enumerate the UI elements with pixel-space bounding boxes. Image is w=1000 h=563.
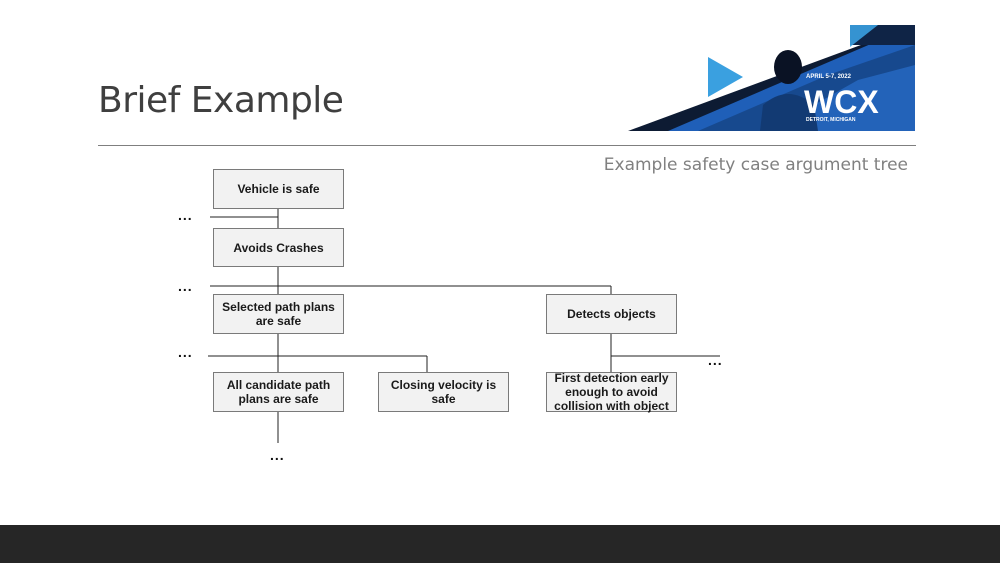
node-all-candidate: All candidate path plans are safe xyxy=(213,372,344,412)
title-divider xyxy=(98,145,916,146)
banner-date: APRIL 5-7, 2022 xyxy=(806,74,852,80)
ellipsis-4: ... xyxy=(708,352,723,368)
diagram-caption: Example safety case argument tree xyxy=(603,155,908,175)
node-detects-objects: Detects objects xyxy=(546,294,677,334)
ellipsis-3: ... xyxy=(178,344,193,360)
node-avoids-crashes: Avoids Crashes xyxy=(213,228,344,267)
banner-wcx-logo: WCX xyxy=(804,84,879,120)
node-first-detection: First detection early enough to avoid co… xyxy=(546,371,677,413)
wcx-banner: APRIL 5-7, 2022 WCX DETROIT, MICHIGAN xyxy=(628,25,915,131)
node-selected-path: Selected path plans are safe xyxy=(213,294,344,334)
banner-location: DETROIT, MICHIGAN xyxy=(806,117,856,123)
footer-bar xyxy=(0,525,1000,563)
node-closing-velocity: Closing velocity is safe xyxy=(378,372,509,412)
ellipsis-2: ... xyxy=(178,278,193,294)
ellipsis-5: ... xyxy=(270,447,285,463)
slide-title: Brief Example xyxy=(98,80,344,121)
ellipsis-1: ... xyxy=(178,207,193,223)
node-vehicle-safe: Vehicle is safe xyxy=(213,169,344,209)
